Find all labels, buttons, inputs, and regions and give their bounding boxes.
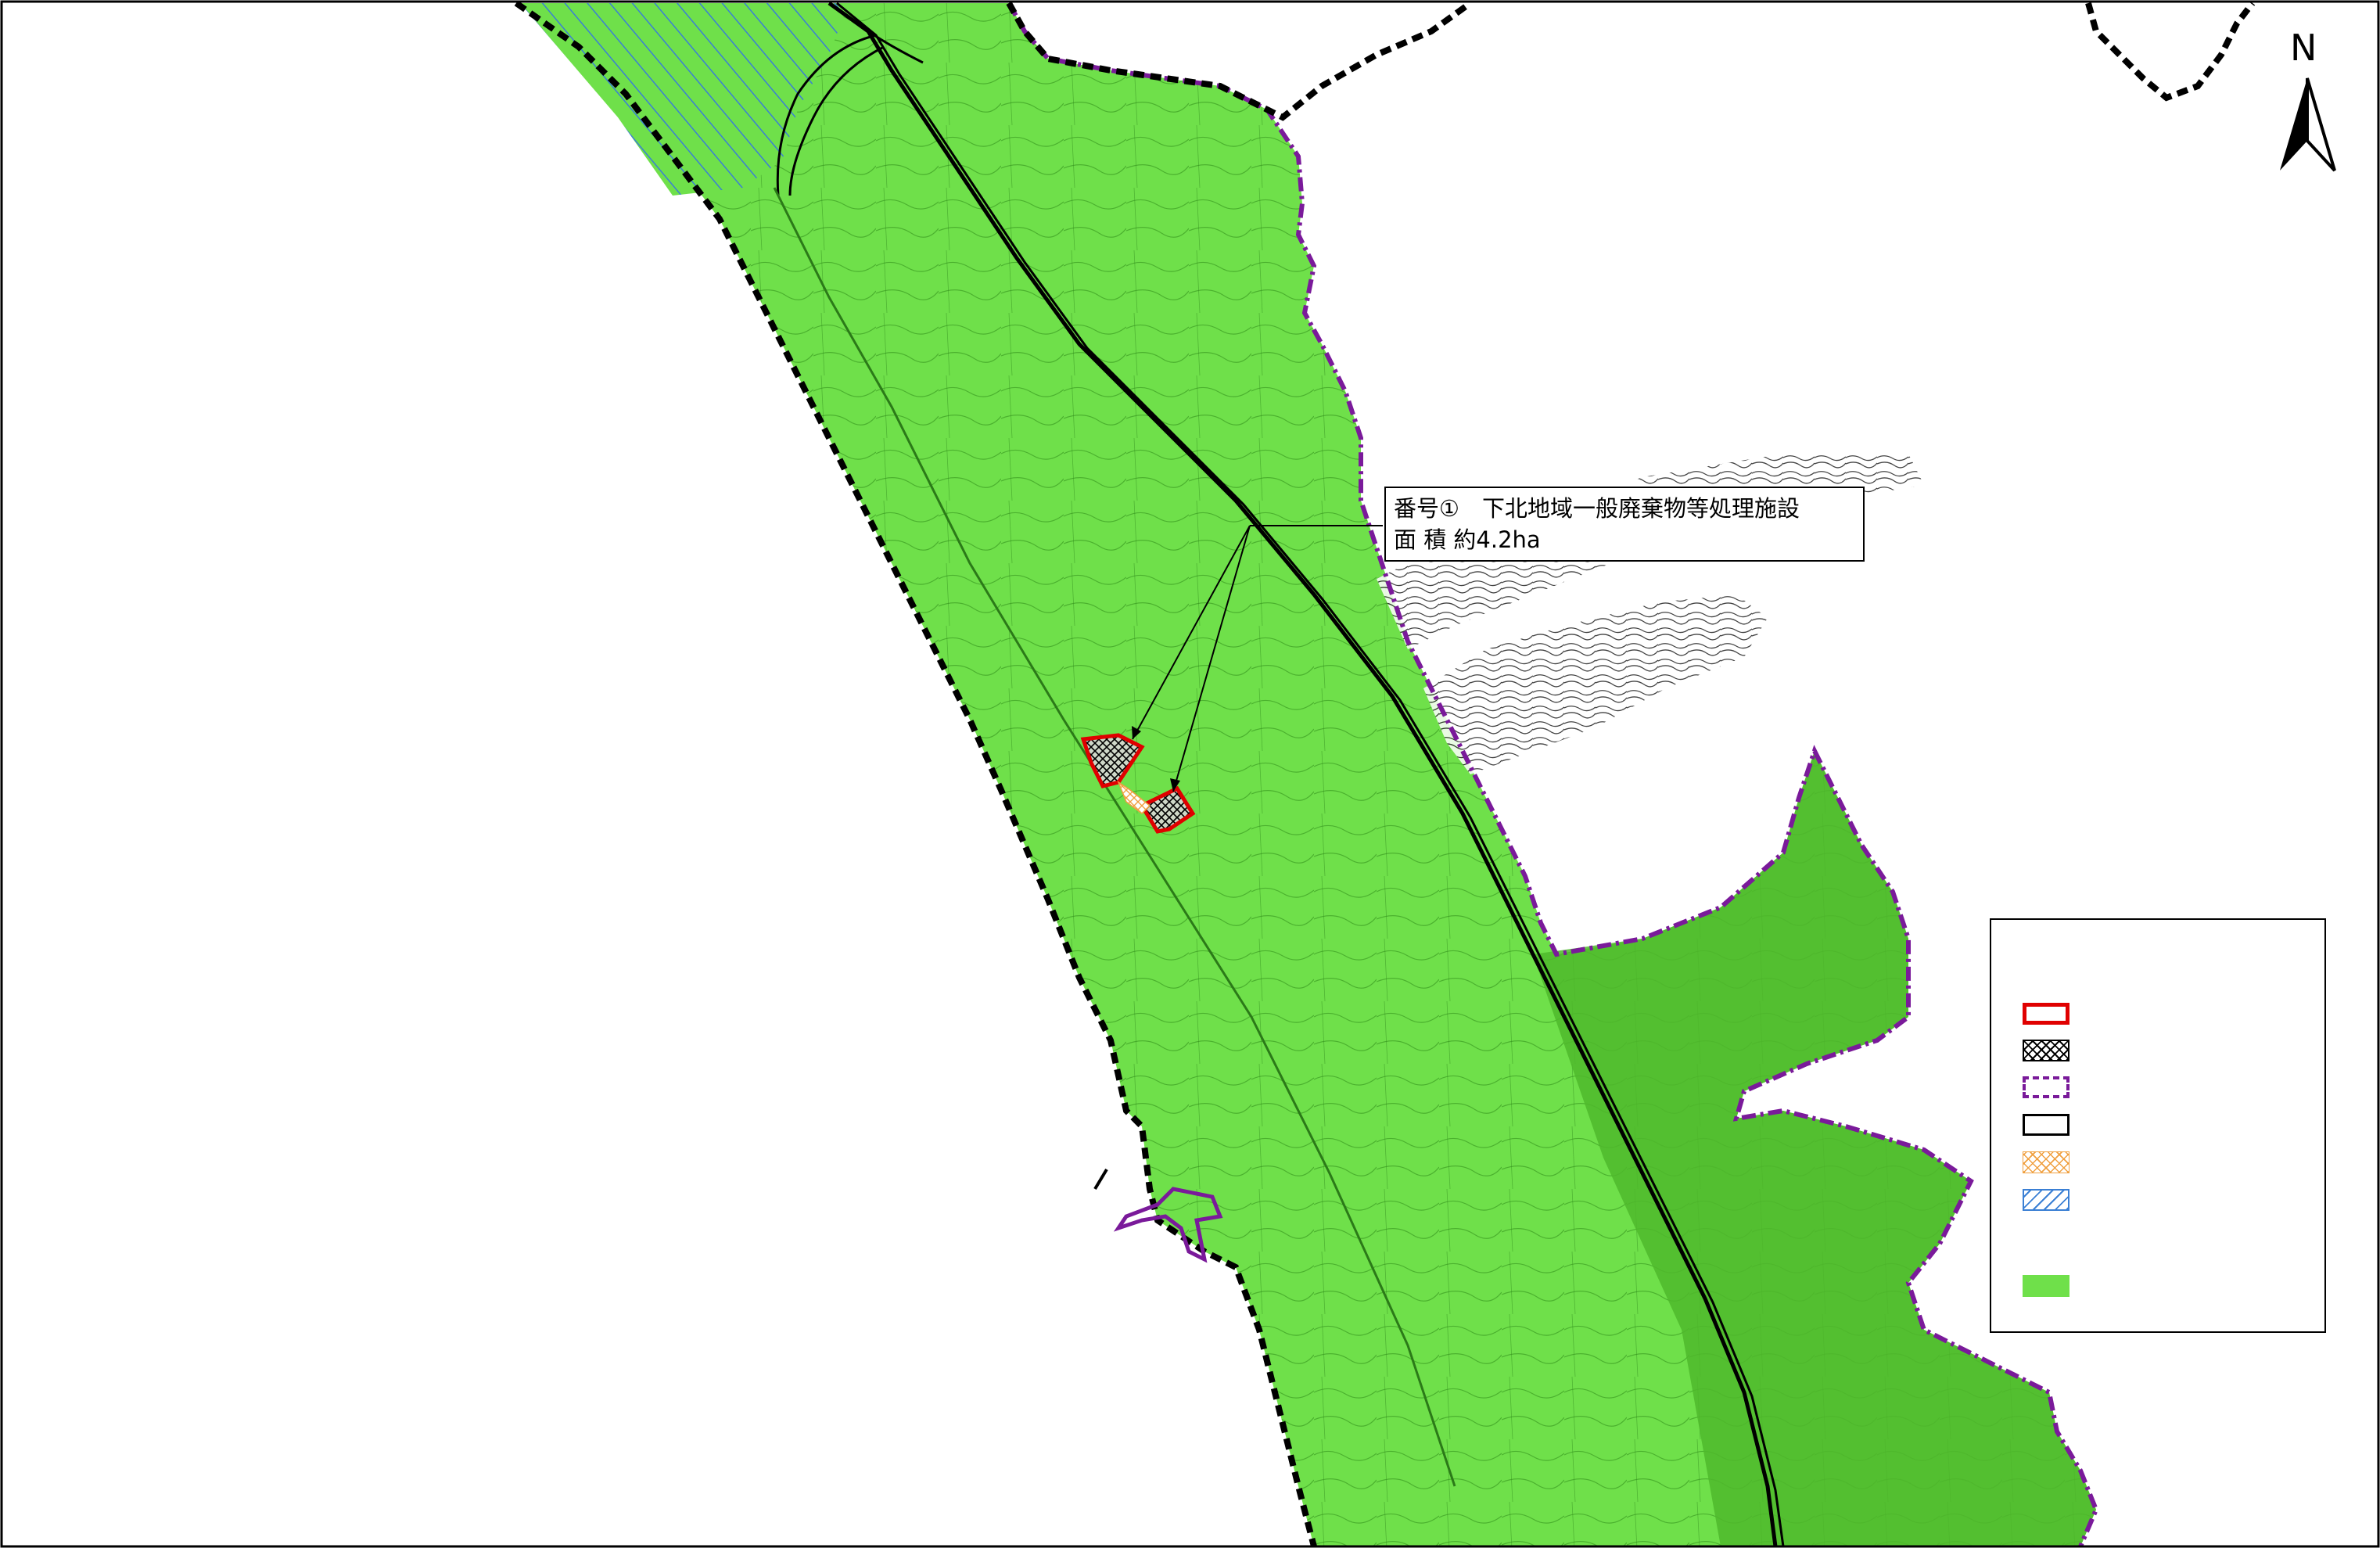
leader-arrowhead-north [1132,726,1141,739]
callout-leader-north [1132,525,1251,740]
eastern-hills [1533,751,2096,1546]
orange-crosshatch-icon [2023,1151,2069,1173]
harbour-jetty [1093,1168,1108,1191]
harbour-structure [1113,1187,1223,1263]
north-arrow-icon [2280,77,2336,172]
callout-leader-south [1172,525,1251,792]
road-main-2 [836,2,1785,1547]
site-area-north[interactable] [1080,733,1145,788]
legend-box [1990,918,2326,1333]
site-area-south[interactable] [1139,785,1196,834]
north-boundary-line-east [2085,1,2256,102]
callout-title: 番号① 下北地域一般廃棄物等処理施設 [1394,495,1800,522]
west-boundary-line [514,0,1317,1548]
green-fill-icon [2023,1275,2069,1297]
black-outline-rectangle-icon [2023,1114,2069,1136]
site-callout[interactable]: 番号① 下北地域一般廃棄物等処理施設 面 積 約4.2ha [1384,487,1865,562]
east-boundary-line [1007,2,2099,1548]
north-label: N [2290,27,2317,69]
blue-diagonal-hatch-icon [2023,1189,2069,1211]
north-boundary-line [1006,0,1473,121]
blue-hatched-area [520,3,849,196]
road-junction-loop [776,30,924,196]
callout-area: 面 積 約4.2ha [1394,526,1541,553]
red-outline-rectangle-icon [2023,1003,2069,1025]
terrain-contours-lower [1423,594,1768,774]
road-main [827,1,1778,1547]
purple-dashed-rectangle-icon [2023,1076,2069,1098]
leader-arrowhead-south [1170,778,1180,792]
site-connector [1117,781,1151,814]
road-secondary [773,187,1456,1487]
black-crosshatch-icon [2023,1040,2069,1061]
